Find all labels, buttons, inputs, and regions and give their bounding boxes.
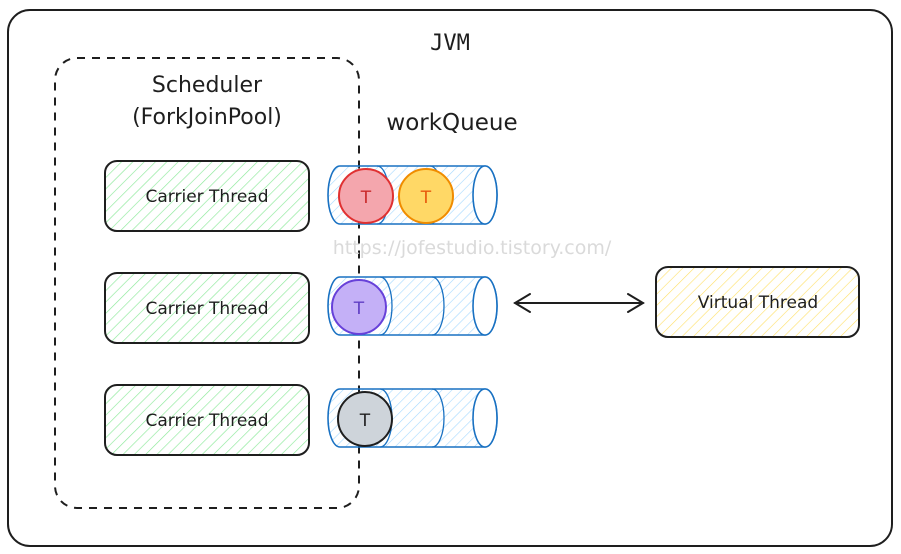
carrier-thread-1: Carrier Thread (104, 160, 310, 232)
task-circle: T (337, 391, 393, 447)
task-circle: T (338, 168, 394, 224)
work-queue-label: workQueue (386, 110, 517, 136)
carrier-thread-label: Carrier Thread (146, 299, 269, 319)
svg-text:T: T (359, 411, 371, 431)
work-queue-3: T (327, 388, 498, 448)
virtual-thread-label: Virtual Thread (698, 293, 818, 313)
carrier-thread-2: Carrier Thread (104, 272, 310, 344)
carrier-thread-label: Carrier Thread (146, 187, 269, 207)
virtual-thread-box: Virtual Thread (655, 266, 860, 338)
task-circle: T (398, 168, 454, 224)
task-circle: T (331, 279, 387, 335)
carrier-thread-3: Carrier Thread (104, 384, 310, 456)
svg-text:T: T (353, 299, 365, 319)
svg-text:T: T (420, 188, 432, 208)
jvm-container (7, 9, 893, 547)
scheduler-title: Scheduler (152, 73, 263, 98)
work-queue-2: T (327, 276, 498, 336)
carrier-thread-label: Carrier Thread (146, 411, 269, 431)
jvm-label: JVM (430, 31, 470, 56)
watermark: https://jofestudio.tistory.com/ (333, 237, 612, 259)
double-arrow-icon (513, 293, 645, 313)
scheduler-subtitle: (ForkJoinPool) (132, 105, 282, 130)
work-queue-1: T T (327, 165, 498, 225)
svg-text:T: T (360, 188, 372, 208)
